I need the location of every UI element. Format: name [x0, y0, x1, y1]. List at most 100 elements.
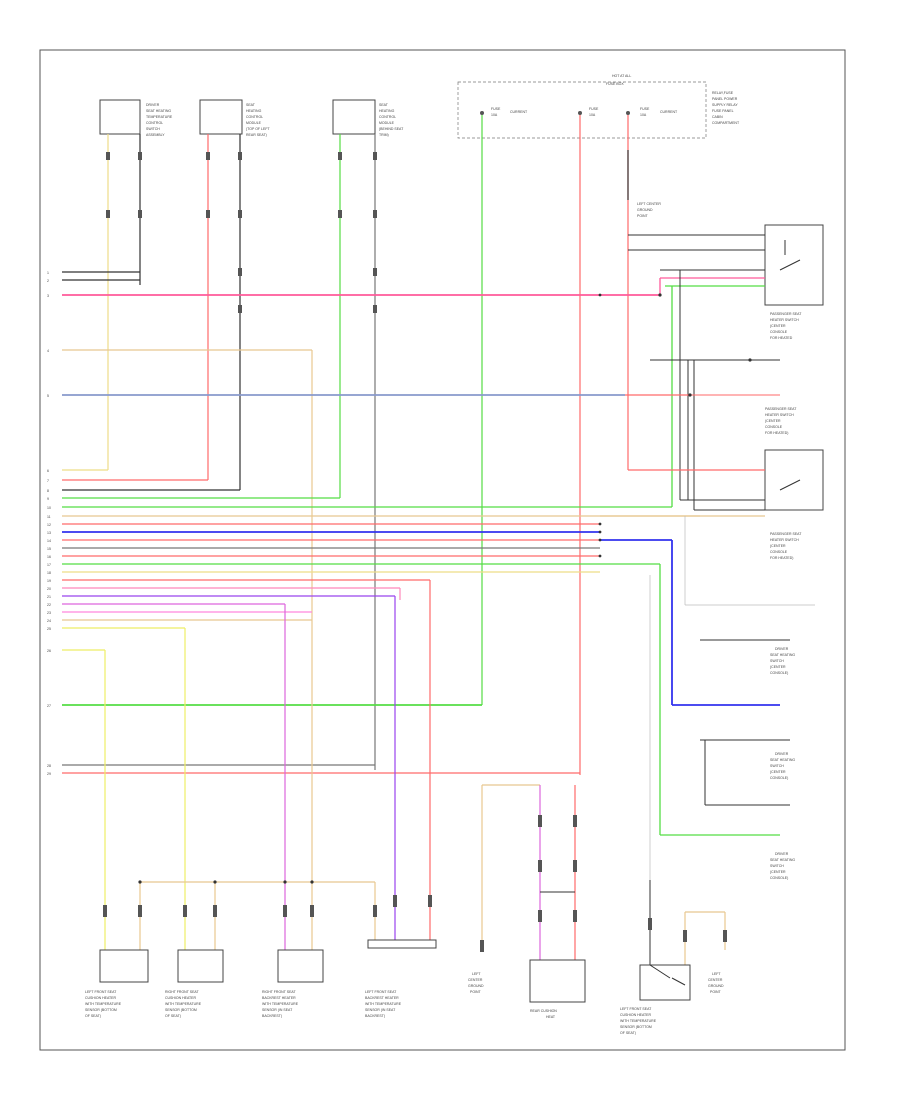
- svg-text:OF SEAT): OF SEAT): [85, 1014, 101, 1018]
- svg-text:FOR HEATED): FOR HEATED): [770, 556, 793, 560]
- bottom-component-4: [367, 939, 437, 949]
- svg-text:LEFT CENTER: LEFT CENTER: [637, 202, 661, 206]
- junction-dots: [598, 293, 752, 558]
- svg-text:20: 20: [47, 587, 51, 591]
- svg-text:DRIVER: DRIVER: [775, 752, 789, 756]
- svg-text:11: 11: [47, 515, 51, 519]
- fuse-f1: FUSE 10A CURRENT: [480, 107, 528, 117]
- svg-text:10A: 10A: [640, 113, 647, 117]
- fuse-block-outline: [457, 81, 707, 139]
- svg-text:CENTER: CENTER: [468, 978, 483, 982]
- svg-text:6: 6: [47, 469, 49, 473]
- svg-text:17: 17: [47, 563, 51, 567]
- right-switch-1: [764, 224, 824, 306]
- svg-text:MODULE: MODULE: [379, 121, 395, 125]
- svg-text:1: 1: [47, 271, 49, 275]
- svg-text:CONSOLE: CONSOLE: [770, 330, 788, 334]
- svg-text:10A: 10A: [491, 113, 498, 117]
- svg-text:18: 18: [47, 571, 51, 575]
- svg-text:BACKREST): BACKREST): [262, 1014, 282, 1018]
- svg-text:CONSOLE): CONSOLE): [770, 671, 788, 675]
- bottom-connector-marks: [103, 815, 727, 952]
- svg-text:(CENTER: (CENTER: [770, 870, 786, 874]
- svg-text:FUSE PANEL: FUSE PANEL: [712, 109, 734, 113]
- left-pin-numbers: 1 2 3 4 5 6 7 8 9 10 11 12 13 14 15 16 1…: [47, 271, 51, 776]
- svg-text:TEMPERATURE: TEMPERATURE: [146, 115, 173, 119]
- svg-text:WITH TEMPERATURE: WITH TEMPERATURE: [165, 1002, 202, 1006]
- connector-marks-top: [106, 152, 377, 313]
- svg-text:27: 27: [47, 704, 51, 708]
- svg-text:SEAT HEATING: SEAT HEATING: [770, 858, 795, 862]
- svg-text:WITH TEMPERATURE: WITH TEMPERATURE: [262, 1002, 299, 1006]
- svg-text:SEAT HEATING: SEAT HEATING: [146, 109, 171, 113]
- svg-text:OF SEAT): OF SEAT): [620, 1031, 636, 1035]
- svg-text:HEATING: HEATING: [246, 109, 262, 113]
- svg-text:OF SEAT): OF SEAT): [165, 1014, 181, 1018]
- svg-text:MODULE: MODULE: [246, 121, 262, 125]
- top-component-3-label: SEAT HEATING CONTROL MODULE (BEHIND SEAT…: [379, 103, 404, 137]
- svg-text:SEAT: SEAT: [246, 103, 256, 107]
- svg-text:CUSHION HEATER: CUSHION HEATER: [85, 996, 117, 1000]
- svg-text:12: 12: [47, 523, 51, 527]
- svg-text:POINT: POINT: [470, 990, 482, 994]
- top-component-2: [199, 99, 243, 135]
- right-switch-1-contacts: [779, 240, 801, 271]
- bottom-component-6: [639, 964, 691, 1001]
- svg-text:29: 29: [47, 772, 51, 776]
- svg-text:RIGHT FRONT SEAT: RIGHT FRONT SEAT: [165, 990, 200, 994]
- svg-text:FOR HEATED): FOR HEATED): [765, 431, 788, 435]
- svg-text:LEFT FRONT SEAT: LEFT FRONT SEAT: [365, 990, 397, 994]
- svg-text:CONTROL: CONTROL: [379, 115, 396, 119]
- svg-text:23: 23: [47, 611, 51, 615]
- right-switch-2: [764, 449, 824, 511]
- svg-text:GROUND: GROUND: [468, 984, 484, 988]
- bottom-component-1: [99, 949, 149, 983]
- svg-text:LEFT FRONT SEAT: LEFT FRONT SEAT: [620, 1007, 652, 1011]
- svg-text:SENSOR (BOTTOM: SENSOR (BOTTOM: [165, 1008, 197, 1012]
- svg-text:REAR SEAT): REAR SEAT): [246, 133, 267, 137]
- bottom-component-5: [529, 959, 586, 1003]
- svg-text:2: 2: [47, 279, 49, 283]
- top-component-2-label: SEAT HEATING CONTROL MODULE (TOP OF LEFT…: [246, 103, 270, 137]
- relay-label-top: RELAY,FUSE PANEL POWER SUPPLY RELAY FUSE…: [712, 91, 740, 125]
- svg-text:16: 16: [47, 555, 51, 559]
- svg-text:CONSOLE): CONSOLE): [770, 876, 788, 880]
- svg-text:CUSHION HEATER: CUSHION HEATER: [620, 1013, 652, 1017]
- svg-text:WITH TEMPERATURE: WITH TEMPERATURE: [85, 1002, 122, 1006]
- svg-text:REAR CUSHION: REAR CUSHION: [530, 1009, 557, 1013]
- svg-text:CONTROL: CONTROL: [146, 121, 163, 125]
- svg-text:BACKREST HEATER: BACKREST HEATER: [365, 996, 399, 1000]
- svg-text:HEATER SWITCH: HEATER SWITCH: [770, 318, 799, 322]
- svg-text:CURRENT: CURRENT: [660, 110, 678, 114]
- right-wires: [600, 234, 815, 880]
- svg-text:PASSENGER SEAT: PASSENGER SEAT: [770, 312, 802, 316]
- svg-text:POINT: POINT: [637, 214, 649, 218]
- fuse-block-sub: FUSE BOX: [606, 82, 624, 86]
- fuse-f3: FUSE 10A CURRENT: [626, 107, 678, 117]
- svg-text:CUSHION HEATER: CUSHION HEATER: [165, 996, 197, 1000]
- svg-text:(CENTER: (CENTER: [770, 770, 786, 774]
- svg-text:SUPPLY RELAY: SUPPLY RELAY: [712, 103, 738, 107]
- svg-text:FUSE: FUSE: [589, 107, 599, 111]
- svg-text:15: 15: [47, 547, 51, 551]
- svg-text:HEATER SWITCH: HEATER SWITCH: [770, 538, 799, 542]
- svg-text:WITH TEMPERATURE: WITH TEMPERATURE: [620, 1019, 657, 1023]
- svg-text:(CENTER: (CENTER: [770, 324, 786, 328]
- svg-text:(CENTER: (CENTER: [770, 665, 786, 669]
- svg-text:SENSOR (IN SEAT: SENSOR (IN SEAT: [365, 1008, 396, 1012]
- svg-text:DRIVER: DRIVER: [775, 647, 789, 651]
- svg-text:5: 5: [47, 394, 49, 398]
- svg-text:CONSOLE: CONSOLE: [770, 550, 788, 554]
- svg-text:GROUND: GROUND: [708, 984, 724, 988]
- svg-text:SWITCH: SWITCH: [770, 864, 784, 868]
- svg-text:10: 10: [47, 506, 51, 510]
- svg-text:10A: 10A: [589, 113, 596, 117]
- svg-text:9: 9: [47, 497, 49, 501]
- svg-text:(CENTER: (CENTER: [770, 544, 786, 548]
- svg-text:GROUND: GROUND: [637, 208, 653, 212]
- top-component-3: [332, 99, 376, 135]
- svg-text:SEAT: SEAT: [379, 103, 389, 107]
- fuse-block-label: HOT AT ALL: [612, 74, 631, 78]
- svg-text:3: 3: [47, 294, 49, 298]
